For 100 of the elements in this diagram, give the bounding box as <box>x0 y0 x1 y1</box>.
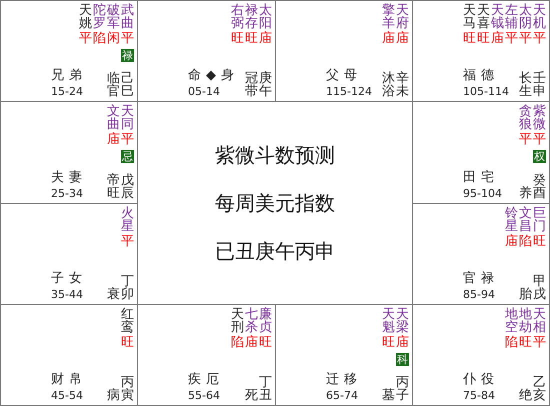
star-name: 天姚 <box>79 4 92 30</box>
brightness-mark: 庙 <box>396 32 409 45</box>
life-stage: 帝旺 <box>107 174 120 200</box>
star-name: 太阴 <box>519 4 532 30</box>
brightness-mark: 陷 <box>231 336 244 349</box>
brightness-mark: 旺 <box>519 336 532 349</box>
star-name: 天魁 <box>382 308 395 334</box>
brightness-mark: 庙 <box>382 32 395 45</box>
brightness-mark: 平 <box>519 133 532 146</box>
brightness-mark: 陷 <box>519 235 532 248</box>
brightness-mark: 旺 <box>477 32 490 45</box>
palace-name: 迁移 <box>326 373 362 387</box>
brightness-mark: 闲 <box>107 32 120 45</box>
brightness-mark: 陷 <box>505 336 518 349</box>
age-range: 65-74 <box>326 389 358 402</box>
center-heading: 已丑庚午丙申 <box>215 239 335 263</box>
life-stage: 病 <box>107 389 120 402</box>
life-stage: 长生 <box>519 72 532 98</box>
stem-branch: 戊辰 <box>121 174 134 200</box>
life-stage: 养 <box>519 187 532 200</box>
brightness-mark: 旺 <box>533 235 546 248</box>
star-name: 禄存 <box>245 4 258 30</box>
star-name: 天同 <box>121 105 134 131</box>
brightness-mark: 庙 <box>259 32 272 45</box>
palace-name: 福德 <box>463 69 499 83</box>
transformation-badge: 忌 <box>121 150 134 163</box>
star-name: 擎羊 <box>382 4 395 30</box>
brightness-mark: 平 <box>505 32 518 45</box>
star-name: 贪狼 <box>519 105 532 131</box>
age-range: 15-24 <box>51 85 83 98</box>
star-name: 天府 <box>396 4 409 30</box>
brightness-mark: 庙 <box>245 336 258 349</box>
palace-name: 田宅 <box>463 171 499 185</box>
star-name: 天钺 <box>491 4 504 30</box>
life-stage: 墓 <box>382 389 395 402</box>
age-range: 45-54 <box>51 389 83 402</box>
brightness-mark: 平 <box>519 32 532 45</box>
brightness-mark: 平 <box>121 133 134 146</box>
palace-name: 疾厄 <box>188 373 224 387</box>
brightness-mark: 陷 <box>93 32 106 45</box>
star-name: 天相 <box>533 308 546 334</box>
star-name: 地劫 <box>519 308 532 334</box>
star-name: 廉贞 <box>259 308 272 334</box>
center-heading: 紫微斗数预测 <box>215 143 335 167</box>
palace-name: 父母 <box>326 69 362 83</box>
star-name: 天喜 <box>477 4 490 30</box>
star-name: 破军 <box>107 4 120 30</box>
star-name: 左辅 <box>505 4 518 30</box>
stem-branch: 丙子 <box>396 376 409 402</box>
brightness-mark: 旺 <box>231 32 244 45</box>
age-range: 75-84 <box>463 389 495 402</box>
palace-name: 财帛 <box>51 373 87 387</box>
star-name: 巨门 <box>533 207 546 233</box>
palace-name: 命◆身 <box>188 69 239 83</box>
age-range: 55-64 <box>188 389 220 402</box>
stem-branch: 辛未 <box>396 72 409 98</box>
brightness-mark: 平 <box>533 133 546 146</box>
palace-name: 夫妻 <box>51 171 87 185</box>
palace-cell <box>0 304 138 406</box>
stem-branch: 癸酉 <box>533 174 546 200</box>
life-stage: 临官 <box>107 72 120 98</box>
star-name: 武曲 <box>121 4 134 30</box>
brightness-mark: 旺 <box>259 336 272 349</box>
brightness-mark: 平 <box>121 235 134 248</box>
brightness-mark: 平 <box>533 336 546 349</box>
star-name: 太阳 <box>259 4 272 30</box>
star-name: 天刑 <box>231 308 244 334</box>
brightness-mark: 庙 <box>107 133 120 146</box>
life-stage: 冠带 <box>245 72 258 98</box>
stem-branch: 丙寅 <box>121 376 134 402</box>
stem-branch: 乙亥 <box>533 376 546 402</box>
age-range: 25-34 <box>51 187 83 200</box>
brightness-mark: 庙 <box>491 32 504 45</box>
palace-cell <box>137 304 276 406</box>
brightness-mark: 平 <box>533 32 546 45</box>
age-range: 05-14 <box>188 85 220 98</box>
brightness-mark: 庙 <box>396 336 409 349</box>
palace-name: 官禄 <box>463 272 499 286</box>
transformation-badge: 禄 <box>121 49 134 62</box>
life-stage: 绝 <box>519 389 532 402</box>
star-name: 地空 <box>505 308 518 334</box>
star-name: 天梁 <box>396 308 409 334</box>
brightness-mark: 平 <box>121 32 134 45</box>
brightness-mark: 旺 <box>463 32 476 45</box>
star-name: 右弼 <box>231 4 244 30</box>
star-name: 陀罗 <box>93 4 106 30</box>
stem-branch: 庚午 <box>259 72 272 98</box>
star-name: 紫微 <box>533 105 546 131</box>
star-name: 红鸾 <box>121 308 134 334</box>
life-stage: 衰 <box>107 288 120 301</box>
life-stage: 胎 <box>519 288 532 301</box>
palace-name: 兄弟 <box>51 69 87 83</box>
star-name: 铃星 <box>505 207 518 233</box>
stem-branch: 甲戌 <box>533 275 546 301</box>
brightness-mark: 旺 <box>121 336 134 349</box>
star-name: 文昌 <box>519 207 532 233</box>
star-name: 七杀 <box>245 308 258 334</box>
stem-branch: 己巳 <box>121 72 134 98</box>
stem-branch: 壬申 <box>533 72 546 98</box>
palace-cell <box>0 0 138 102</box>
